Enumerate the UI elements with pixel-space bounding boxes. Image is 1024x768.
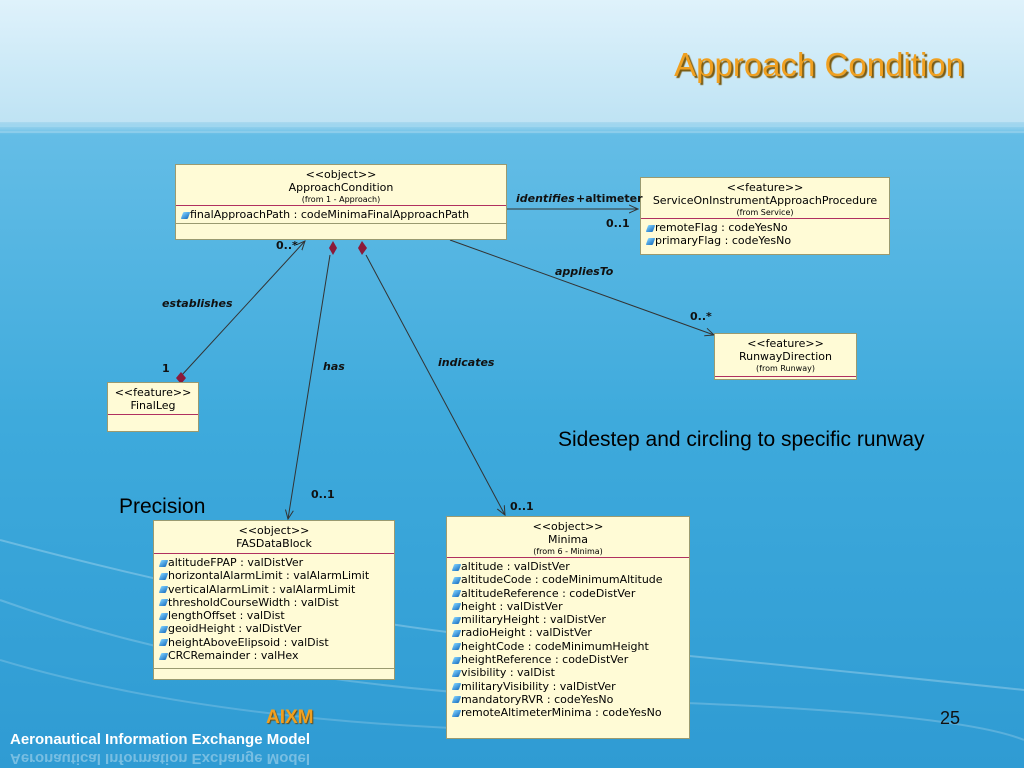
attribute-icon <box>451 683 462 691</box>
multiplicity-runway: 0..* <box>690 310 712 323</box>
assoc-label-has: has <box>323 360 345 373</box>
attribute-icon <box>158 639 169 647</box>
attribute-icon <box>158 586 169 594</box>
assoc-role-altimeter: +altimeter <box>576 192 643 205</box>
attribute-icon <box>451 656 462 664</box>
class-name: FinalLeg <box>130 399 176 412</box>
attribute: remoteAltimeterMinima : codeYesNo <box>451 706 687 719</box>
package-ref: (from Service) <box>736 208 794 217</box>
class-approach-condition[interactable]: <<object>> ApproachCondition (from 1 - A… <box>175 164 507 240</box>
appliesto-line <box>449 239 714 335</box>
note-runway: Sidestep and circling to specific runway <box>558 428 925 451</box>
multiplicity-minima: 0..1 <box>510 500 534 513</box>
class-runway-direction[interactable]: <<feature>> RunwayDirection (from Runway… <box>714 333 857 380</box>
attribute: altitudeReference : codeDistVer <box>451 587 687 600</box>
attribute-icon <box>451 669 462 677</box>
attribute: lengthOffset : valDist <box>158 609 392 622</box>
slide-title: Approach Condition <box>674 46 964 83</box>
header-divider-thin <box>0 131 1024 133</box>
page-number: 25 <box>940 708 961 728</box>
stereotype: <<object>> <box>305 168 377 181</box>
class-fas-data-block[interactable]: <<object>> FASDataBlock altitudeFPAP : v… <box>153 520 395 680</box>
assoc-label-identifies: identifies <box>516 192 575 205</box>
attribute: altitudeFPAP : valDistVer <box>158 556 392 569</box>
package-ref: (from Runway) <box>756 364 815 373</box>
attribute-icon <box>158 612 169 620</box>
package-ref: (from 6 - Minima) <box>533 547 603 556</box>
stereotype: <<object>> <box>238 524 310 537</box>
attribute-icon <box>451 629 462 637</box>
attribute: visibility : valDist <box>451 666 687 679</box>
class-minima[interactable]: <<object>> Minima (from 6 - Minima) alti… <box>446 516 690 739</box>
attribute: primaryFlag : codeYesNo <box>645 234 887 247</box>
header-band <box>0 0 1024 122</box>
attribute: remoteFlag : codeYesNo <box>645 221 887 234</box>
footer-text: Aeronautical Information Exchange Model <box>10 731 311 748</box>
attribute: altitude : valDistVer <box>451 560 687 573</box>
attribute: thresholdCourseWidth : valDist <box>158 596 392 609</box>
class-name: ServiceOnInstrumentApproachProcedure <box>652 194 878 207</box>
attribute: militaryHeight : valDistVer <box>451 613 687 626</box>
class-service-on-instrument-approach-procedure[interactable]: <<feature>> ServiceOnInstrumentApproachP… <box>640 177 890 255</box>
attribute-icon <box>158 572 169 580</box>
attribute-icon <box>451 603 462 611</box>
multiplicity-finalleg: 1 <box>162 362 170 375</box>
attribute-icon <box>451 590 462 598</box>
attribute: finalApproachPath : codeMinimaFinalAppro… <box>180 208 504 221</box>
header-divider <box>0 124 1024 127</box>
class-final-leg[interactable]: <<feature>> FinalLeg <box>107 382 199 432</box>
assoc-label-appliesto: appliesTo <box>555 265 614 278</box>
attribute: height : valDistVer <box>451 600 687 613</box>
class-name: FASDataBlock <box>236 537 312 550</box>
attribute-icon <box>158 625 169 633</box>
note-precision: Precision <box>119 495 206 518</box>
attribute: radioHeight : valDistVer <box>451 626 687 639</box>
aixm-logo: AIXM <box>266 707 314 728</box>
attribute-icon <box>158 559 169 567</box>
attribute-icon <box>645 237 656 245</box>
attribute: militaryVisibility : valDistVer <box>451 680 687 693</box>
attribute-icon <box>180 211 191 219</box>
stereotype: <<feature>> <box>747 337 824 350</box>
establishes-diamond <box>176 372 186 384</box>
indicates-diamond <box>358 241 367 255</box>
attribute-icon <box>451 643 462 651</box>
indicates-line <box>365 254 505 515</box>
class-name: Minima <box>547 533 589 546</box>
multiplicity-approach: 0..* <box>276 239 298 252</box>
attribute-icon <box>158 652 169 660</box>
attribute-icon <box>451 576 462 584</box>
stereotype: <<feature>> <box>114 386 192 399</box>
attribute: heightCode : codeMinimumHeight <box>451 640 687 653</box>
attribute: geoidHeight : valDistVer <box>158 622 392 635</box>
establishes-line <box>180 241 305 377</box>
footer-reflection: Aeronautical Information Exchange Model <box>10 750 311 767</box>
class-name: RunwayDirection <box>738 350 833 363</box>
stereotype: <<feature>> <box>726 181 804 194</box>
attribute-icon <box>451 616 462 624</box>
attribute: horizontalAlarmLimit : valAlarmLimit <box>158 569 392 582</box>
multiplicity-fas: 0..1 <box>311 488 335 501</box>
assoc-label-indicates: indicates <box>438 356 495 369</box>
attribute-icon <box>451 563 462 571</box>
attribute-icon <box>158 599 169 607</box>
class-name: ApproachCondition <box>288 181 394 194</box>
attribute-icon <box>451 709 462 717</box>
package-ref: (from 1 - Approach) <box>301 195 381 204</box>
multiplicity-service: 0..1 <box>606 217 630 230</box>
assoc-label-establishes: establishes <box>162 297 233 310</box>
attribute: heightAboveElipsoid : valDist <box>158 636 392 649</box>
attribute: verticalAlarmLimit : valAlarmLimit <box>158 583 392 596</box>
attribute-icon <box>451 696 462 704</box>
attribute: heightReference : codeDistVer <box>451 653 687 666</box>
attribute: CRCRemainder : valHex <box>158 649 392 662</box>
attribute-icon <box>645 224 656 232</box>
attribute: altitudeCode : codeMinimumAltitude <box>451 573 687 586</box>
stereotype: <<object>> <box>532 520 604 533</box>
attribute: mandatoryRVR : codeYesNo <box>451 693 687 706</box>
has-diamond <box>329 241 337 255</box>
has-line <box>288 254 331 519</box>
